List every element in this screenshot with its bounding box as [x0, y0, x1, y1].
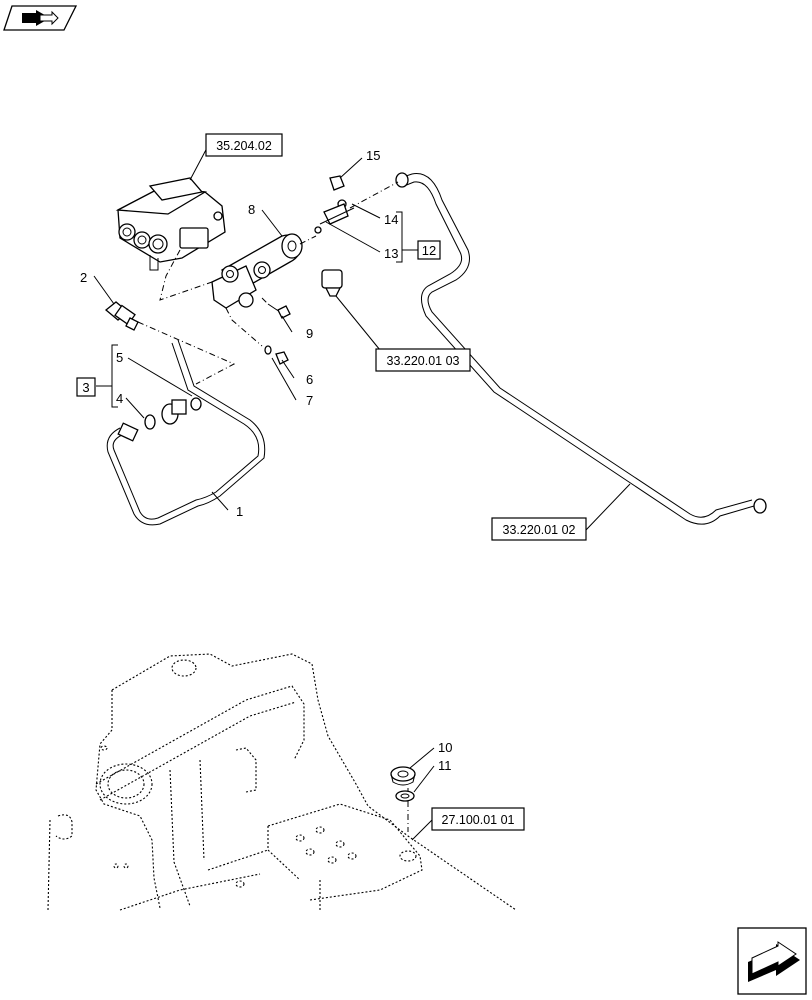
- callout-10: 10: [438, 740, 452, 755]
- part-11-washer: [395, 790, 415, 802]
- ref-box-pipe[interactable]: 33.220.01 02: [491, 517, 587, 541]
- svg-text:12: 12: [422, 243, 436, 258]
- callout-4: 4: [116, 391, 123, 406]
- part-8-valve-body: [211, 233, 303, 309]
- callout-8: 8: [248, 202, 255, 217]
- previous-page-arrow-icon[interactable]: [3, 5, 78, 31]
- part-6-7-screws: [264, 345, 289, 365]
- callout-box-3: 3: [76, 377, 96, 397]
- callout-5: 5: [116, 350, 123, 365]
- callout-box-12: 12: [417, 240, 441, 260]
- ref-box-sensor[interactable]: 33.220.01 03: [375, 348, 471, 372]
- tractor-frame: [47, 653, 517, 911]
- pressure-sensor: [321, 269, 381, 351]
- callout-15: 15: [366, 148, 380, 163]
- valve-block: [115, 177, 226, 271]
- part-10-plug: [390, 766, 416, 786]
- callout-7: 7: [306, 393, 313, 408]
- svg-text:3: 3: [82, 380, 89, 395]
- callout-9: 9: [306, 326, 313, 341]
- ref-box-frame[interactable]: 27.100.01 01: [431, 807, 525, 831]
- svg-text:33.220.01 03: 33.220.01 03: [387, 354, 460, 368]
- callout-6: 6: [306, 372, 313, 387]
- svg-text:35.204.02: 35.204.02: [216, 139, 272, 153]
- next-page-arrow-icon[interactable]: [737, 927, 807, 995]
- part-1-pipe: [106, 339, 266, 526]
- callout-11: 11: [438, 758, 452, 773]
- connection-lines: [137, 181, 409, 832]
- callout-2: 2: [80, 270, 87, 285]
- svg-text:27.100.01 01: 27.100.01 01: [442, 813, 515, 827]
- callout-1: 1: [236, 504, 243, 519]
- ref-box-top-block[interactable]: 35.204.02: [205, 133, 283, 157]
- part-9-screw: [267, 303, 291, 319]
- svg-text:33.220.01 02: 33.220.01 02: [503, 523, 576, 537]
- callout-14: 14: [384, 212, 398, 227]
- leader-lines: [96, 157, 631, 841]
- part-2-fitting: [104, 301, 139, 331]
- part-13-14-15-fittings: [314, 175, 355, 234]
- long-pipe: [395, 172, 767, 525]
- callout-13: 13: [384, 246, 398, 261]
